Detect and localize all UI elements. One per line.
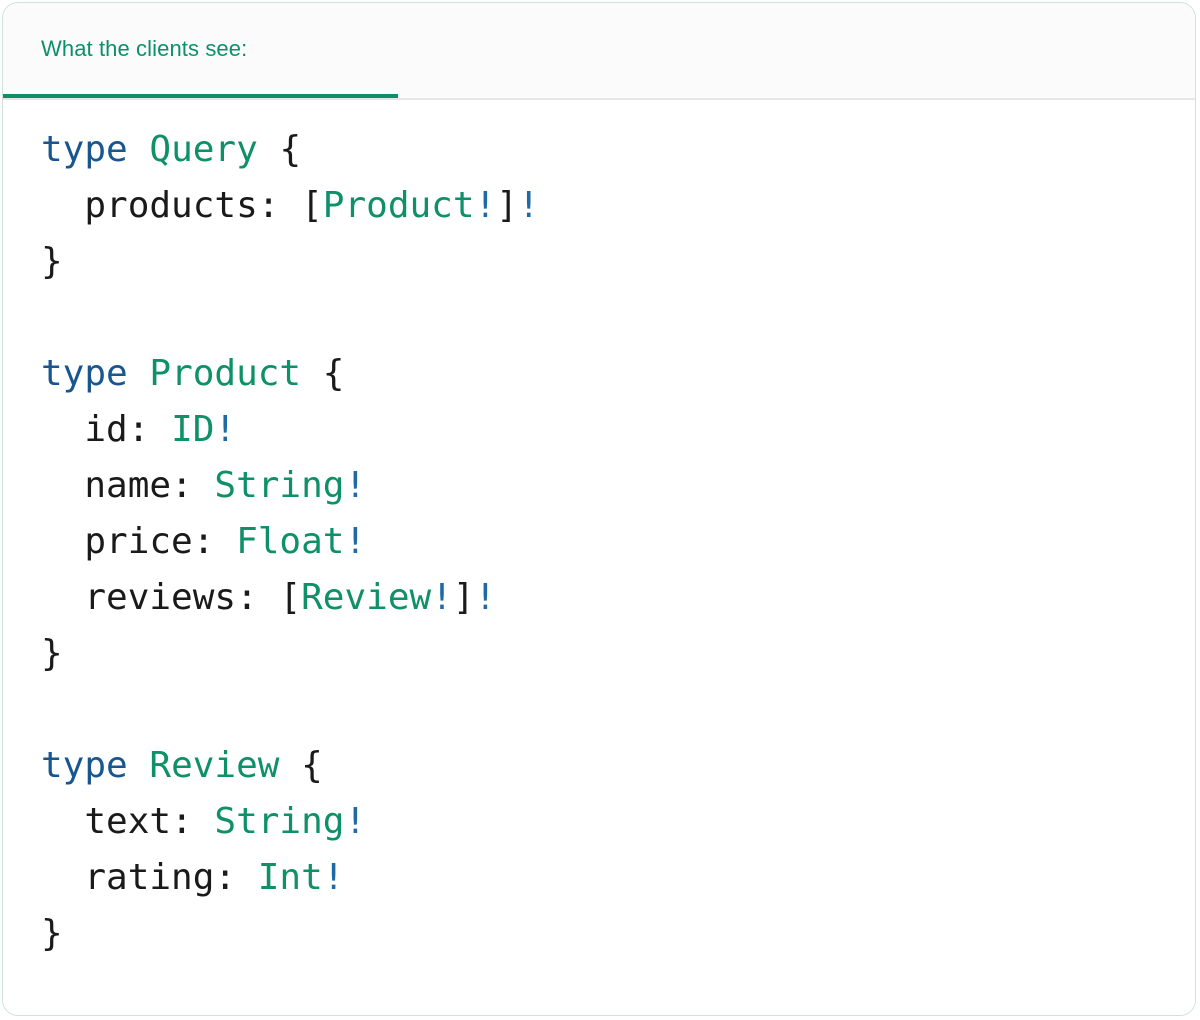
code-token-field_name: rating: [41, 857, 215, 898]
code-token-punctuation: :: [171, 801, 215, 842]
code-token-type_name: Int: [257, 857, 323, 898]
code-token-punctuation: }: [41, 913, 63, 954]
code-line: [41, 290, 1195, 346]
code-token-punctuation: }: [41, 241, 63, 282]
code-token-non_null: !: [214, 409, 237, 450]
code-token-keyword: type: [41, 745, 128, 786]
code-token-punctuation: :: [171, 465, 215, 506]
code-token-type_name: Product: [322, 185, 475, 226]
code-line: price: Float!: [41, 514, 1195, 570]
tab-label: What the clients see:: [41, 35, 248, 61]
code-line: type Product {: [41, 346, 1195, 402]
code-token-type_name: String: [214, 465, 345, 506]
tab-what-the-clients-see[interactable]: What the clients see:: [3, 3, 398, 98]
code-token-field_name: id: [41, 409, 128, 450]
code-line: }: [41, 626, 1195, 682]
code-line: reviews: [Review!]!: [41, 570, 1195, 626]
code-token-punctuation: [279, 745, 301, 786]
code-token-type_name: String: [214, 801, 345, 842]
code-token-punctuation: [258, 129, 280, 170]
code-token-type_name: Review: [301, 577, 432, 618]
code-token-punctuation: :: [257, 185, 302, 226]
code-token-punctuation: }: [41, 633, 63, 674]
code-token-keyword: type: [41, 353, 128, 394]
code-token-punctuation: [: [301, 185, 323, 226]
code-token-punctuation: :: [127, 409, 172, 450]
code-token-punctuation: [128, 745, 150, 786]
code-line: [41, 682, 1195, 738]
code-token-punctuation: ]: [452, 577, 475, 618]
code-token-punctuation: ]: [496, 185, 518, 226]
tab-bar: What the clients see:: [3, 3, 1195, 100]
code-line: }: [41, 906, 1195, 962]
code-token-field_name: name: [41, 465, 172, 506]
code-token-type_name: Float: [236, 521, 345, 562]
code-token-non_null: !: [322, 857, 345, 898]
code-token-punctuation: :: [236, 577, 280, 618]
code-token-punctuation: {: [301, 745, 323, 786]
code-token-non_null: !: [474, 577, 497, 618]
code-token-non_null: !: [344, 801, 367, 842]
code-token-type_name: Review: [149, 745, 280, 786]
code-token-punctuation: [301, 353, 323, 394]
graphql-schema-code[interactable]: type Query { products: [Product!]!} type…: [3, 122, 1195, 962]
code-token-field_name: text: [41, 801, 172, 842]
code-token-non_null: !: [344, 521, 367, 562]
code-token-punctuation: {: [322, 353, 345, 394]
code-line: text: String!: [41, 794, 1195, 850]
code-line: type Query {: [41, 122, 1195, 178]
code-token-punctuation: {: [279, 129, 302, 170]
code-token-non_null: !: [431, 577, 453, 618]
code-token-type_name: ID: [171, 409, 215, 450]
code-line: type Review {: [41, 738, 1195, 794]
code-line: products: [Product!]!: [41, 178, 1195, 234]
code-token-non_null: !: [517, 185, 540, 226]
code-token-non_null: !: [344, 465, 367, 506]
code-token-punctuation: [128, 353, 150, 394]
code-line: name: String!: [41, 458, 1195, 514]
code-line: id: ID!: [41, 402, 1195, 458]
code-token-punctuation: [128, 129, 150, 170]
code-token-punctuation: :: [214, 857, 258, 898]
code-panel: type Query { products: [Product!]!} type…: [3, 100, 1195, 1015]
code-token-field_name: price: [41, 521, 193, 562]
code-token-field_name: reviews: [41, 577, 237, 618]
code-token-type_name: Product: [149, 353, 302, 394]
code-line: rating: Int!: [41, 850, 1195, 906]
code-token-punctuation: [: [279, 577, 302, 618]
code-token-non_null: !: [474, 185, 497, 226]
code-token-field_name: products: [41, 185, 258, 226]
code-token-type_name: Query: [149, 129, 258, 170]
code-line: }: [41, 234, 1195, 290]
code-token-punctuation: :: [192, 521, 237, 562]
code-token-keyword: type: [41, 129, 128, 170]
